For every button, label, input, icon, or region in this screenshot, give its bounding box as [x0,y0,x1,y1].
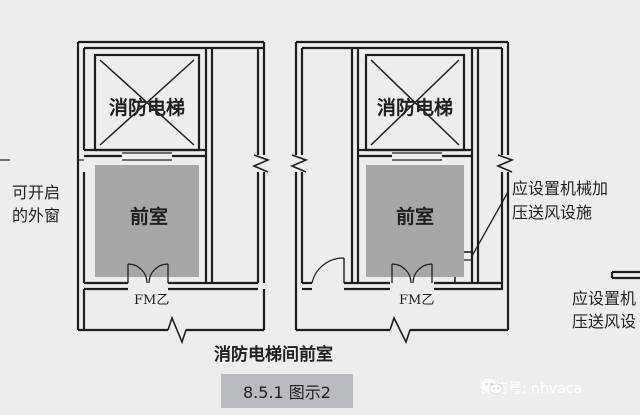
cut-label-line2: 压送风设 [572,312,637,331]
left-elevator-label: 消防电梯 [109,97,186,119]
anteroom-fills [95,165,464,277]
mech-pressurization-line2: 压送风设施 [512,203,593,222]
left-plan [76,40,271,345]
right-plan [289,40,515,345]
mech-pressurization-line1: 应设置机械加 [512,179,609,198]
left-double-door [127,263,169,284]
watermark: 微信号: nhvaca [480,375,582,401]
left-fire-door-label: FM乙 [134,293,170,308]
wechat-icon [481,379,503,395]
window-label-line2: 的外窗 [12,206,61,225]
right-fire-door-label: FM乙 [399,293,435,308]
right-edge-plan [610,270,640,280]
cut-label-line1: 应设置机 [572,289,637,308]
right-anteroom-fill [366,165,464,277]
window-label-line1: 可开启 [12,183,61,202]
right-double-door [391,263,433,284]
watermark-text: 微信号: nhvaca [480,381,583,397]
right-elevator-label: 消防电梯 [377,97,454,119]
right-anteroom-label: 前室 [396,206,435,228]
figure-caption: 8.5.1 图示2 [221,374,353,408]
diagram-title: 消防电梯间前室 [214,345,333,365]
left-anteroom-label: 前室 [130,206,169,228]
left-anteroom-fill [95,165,199,277]
